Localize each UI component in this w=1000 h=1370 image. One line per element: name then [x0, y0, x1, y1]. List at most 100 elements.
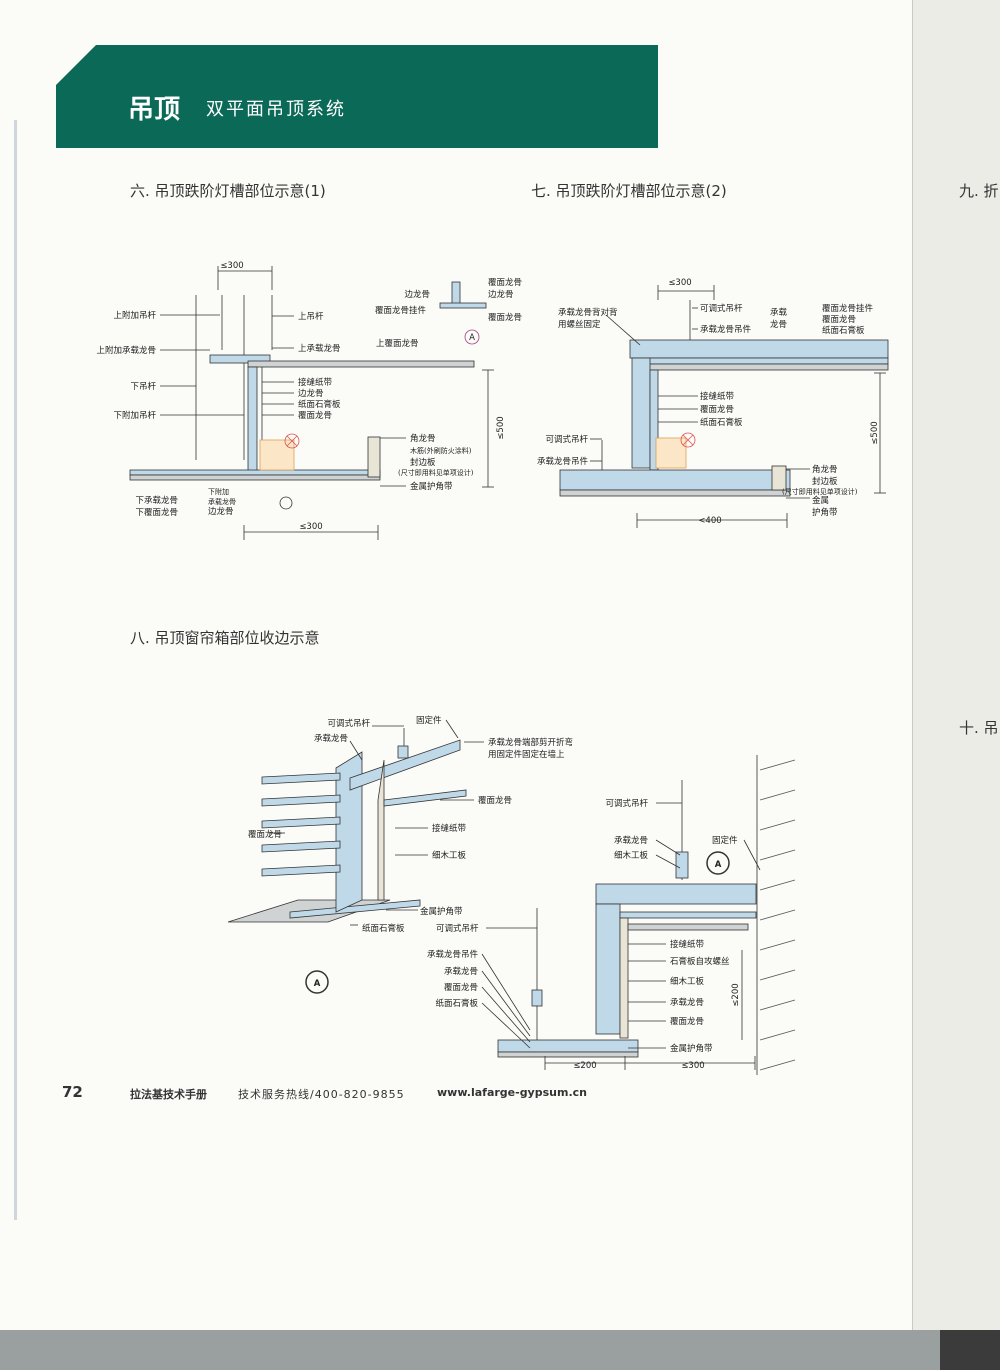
fig4-right-2: 细木工板 — [670, 976, 705, 987]
fig2-mid-2: 纸面石膏板 — [700, 417, 743, 428]
binding-edge — [14, 120, 17, 1220]
fig3-label-0: 可调式吊杆 — [327, 718, 370, 729]
figure-eight-isometric — [227, 719, 484, 994]
figure-eight-section — [481, 755, 797, 1075]
fig1-bm-0: 下附加 — [208, 487, 229, 496]
footer-hotline: 技术服务热线/400-820-9855 — [238, 1088, 405, 1101]
fig1-upper-0: 上吊杆 — [298, 311, 324, 322]
fig3-label-5: 覆面龙骨 — [478, 795, 512, 806]
fig1-dim-top: ≤300 — [220, 261, 243, 271]
fig3-label-2: 承载龙骨 — [314, 733, 348, 744]
fig1-dim-side: ≤500 — [496, 416, 506, 439]
fig1-right-2: 封边板 — [410, 457, 436, 468]
fig2-dim-bottom: <400 — [698, 516, 721, 526]
fig4-dim-bl: ≤200 — [573, 1061, 596, 1071]
fig2-tr-1: 覆面龙骨 — [822, 314, 856, 325]
fig1-right-4: 金属护角带 — [410, 481, 453, 492]
fig4-dim-side: ≤200 — [731, 983, 741, 1006]
fig4-top-1: 承载龙骨 — [614, 835, 648, 846]
fig1-mid-0: 接缝纸带 — [298, 377, 333, 388]
manual-page — [0, 0, 912, 1370]
fig2-mid-0: 接缝纸带 — [700, 391, 735, 402]
fig1-bm-1: 承载龙骨 — [208, 497, 236, 506]
fig2-right-4: 护角带 — [812, 507, 838, 518]
fig4-right-0: 接缝纸带 — [670, 939, 705, 950]
fig3-marker: A — [314, 979, 321, 989]
scan-bottom-edge — [0, 1330, 1000, 1370]
chapter-subtitle: 双平面吊顶系统 — [206, 99, 346, 120]
fig2-tr-2: 纸面石膏板 — [822, 325, 865, 336]
fig3-label-11: 可调式吊杆 — [436, 923, 479, 934]
fig4-marker: A — [715, 860, 722, 870]
facing-page: 九. 折 十. 吊 — [912, 0, 1000, 1370]
fig4-dim-br: ≤300 — [681, 1061, 704, 1071]
fig2-top-3: 龙骨 — [770, 319, 787, 330]
fig2-tl-1: 用螺丝固定 — [558, 319, 601, 330]
fig1-left-2: 下吊杆 — [130, 381, 156, 392]
fig1-detail-marker: A — [469, 333, 475, 343]
fig2-dim-side: ≤500 — [870, 421, 880, 444]
fig3-label-4: 用固定件固定在墙上 — [488, 749, 565, 760]
fig2-tr-0: 覆面龙骨挂件 — [822, 303, 874, 314]
fig1-left-3: 下附加吊杆 — [113, 410, 156, 421]
fig1-dim-bottom: ≤300 — [299, 522, 322, 532]
fig1-mid-1: 边龙骨 — [298, 388, 324, 399]
fig1-upper-1: 上承载龙骨 — [298, 343, 341, 354]
fig4-left-2: 覆面龙骨 — [444, 982, 478, 993]
section-seven-title: 七. 吊顶跌阶灯槽部位示意(2) — [531, 182, 727, 200]
fig2-right-3: 金属 — [812, 495, 829, 506]
page-number: 72 — [62, 1083, 83, 1101]
section-six-title: 六. 吊顶跌阶灯槽部位示意(1) — [130, 182, 326, 200]
fig3-label-8: 细木工板 — [432, 850, 467, 861]
fig2-left-1: 承载龙骨吊件 — [537, 456, 589, 467]
fig4-right-4: 覆面龙骨 — [670, 1016, 704, 1027]
fig3-label-1: 固定件 — [416, 715, 442, 726]
fig1-mid-3: 覆面龙骨 — [298, 410, 332, 421]
section-eight-title: 八. 吊顶窗帘箱部位收边示意 — [130, 629, 320, 647]
fig1-upper-2: 上覆面龙骨 — [376, 338, 419, 349]
fig4-left-3: 纸面石膏板 — [435, 998, 478, 1009]
fig2-top-2: 承载 — [770, 307, 788, 318]
fig2-right-2: (尺寸即用料见单项设计) — [782, 487, 858, 496]
footer-url: www.lafarge-gypsum.cn — [437, 1086, 587, 1099]
fig4-left-1: 承载龙骨 — [444, 966, 478, 977]
fig1-left-1: 上附加承载龙骨 — [96, 345, 156, 356]
fig1-left-0: 上附加吊杆 — [113, 310, 156, 321]
fig3-label-3: 承载龙骨端部剪开折弯 — [488, 737, 573, 748]
fig2-tl-0: 承载龙骨背对背 — [558, 307, 618, 318]
fig3-label-6: 覆面龙骨 — [248, 829, 282, 840]
facing-section-ten: 十. 吊 — [959, 719, 999, 737]
fig1-right-3: (尺寸即用料见单项设计) — [398, 468, 474, 477]
fig2-top-1: 承载龙骨吊件 — [700, 324, 752, 335]
fig1-bl-0: 下承载龙骨 — [135, 495, 178, 506]
fig1-right-1: 木筋(外刷防火涂料) — [410, 446, 472, 455]
fig1-bm-2: 边龙骨 — [208, 506, 234, 517]
fig1-detail-4: 覆面龙骨 — [488, 312, 522, 323]
fig3-label-10: 纸面石膏板 — [362, 923, 405, 934]
fig1-detail-2: 覆面龙骨 — [488, 277, 522, 288]
fig4-top-0: 可调式吊杆 — [605, 798, 648, 809]
fig3-label-7: 接缝纸带 — [432, 823, 467, 834]
fig2-dim-top: ≤300 — [668, 278, 691, 288]
fig2-right-1: 封边板 — [812, 476, 838, 487]
fig3-label-9: 金属护角带 — [420, 906, 463, 917]
fig1-right-0: 角龙骨 — [410, 433, 436, 444]
fig4-right-5: 金属护角带 — [670, 1043, 713, 1054]
fig1-mid-2: 纸面石膏板 — [298, 399, 341, 410]
facing-section-nine: 九. 折 — [959, 182, 999, 200]
chapter-banner: 吊顶 双平面吊顶系统 — [56, 45, 658, 148]
figure-seven — [559, 285, 889, 528]
fig4-top-2: 细木工板 — [614, 850, 649, 861]
fig2-left-0: 可调式吊杆 — [545, 434, 588, 445]
fig4-right-1: 石膏板自攻螺丝 — [670, 956, 730, 967]
footer-book-title: 拉法基技术手册 — [130, 1088, 207, 1101]
fig2-right-0: 角龙骨 — [812, 464, 838, 475]
fig2-mid-1: 覆面龙骨 — [700, 404, 734, 415]
fig4-top-3: 固定件 — [712, 835, 738, 846]
fig4-right-3: 承载龙骨 — [670, 997, 704, 1008]
fig1-detail-1: 覆面龙骨挂件 — [375, 305, 427, 316]
fig1-bl-1: 下覆面龙骨 — [135, 507, 178, 518]
fig2-top-0: 可调式吊杆 — [700, 303, 743, 314]
fig1-detail-0: 边龙骨 — [404, 289, 430, 300]
